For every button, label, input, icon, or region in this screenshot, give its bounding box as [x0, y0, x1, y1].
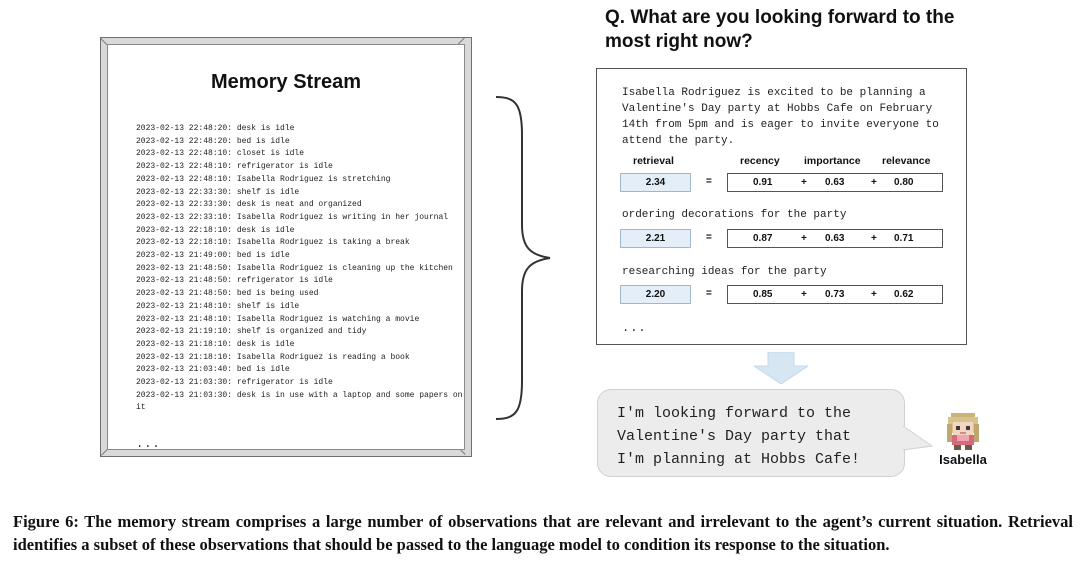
importance-score: 0.63: [825, 177, 845, 188]
memory-stream-list: 2023-02-13 22:48:20: desk is idle 2023-0…: [136, 123, 466, 415]
memory-stream-content: Memory Stream 2023-02-13 22:48:20: desk …: [107, 44, 466, 451]
relevance-score: 0.80: [894, 177, 914, 188]
memory-stream-panel: Memory Stream 2023-02-13 22:48:20: desk …: [100, 37, 472, 457]
header-retrieval: retrieval: [633, 155, 674, 167]
memory-entry: 2023-02-13 21:03:30: desk is in use with…: [136, 390, 468, 413]
importance-score: 0.73: [825, 289, 845, 300]
recency-score: 0.87: [753, 233, 773, 244]
speech-bubble-tail: [902, 425, 934, 451]
plus-sign: +: [801, 177, 807, 188]
agent-name-label: Isabella: [939, 452, 987, 467]
plus-sign: +: [871, 289, 877, 300]
memory-entry: 2023-02-13 21:48:50: bed is being used: [136, 289, 319, 299]
memory-entry: 2023-02-13 21:19:10: shelf is organized …: [136, 327, 367, 337]
memory-entry: 2023-02-13 21:18:10: desk is idle: [136, 339, 295, 349]
memory-entry: 2023-02-13 21:48:50: refrigerator is idl…: [136, 276, 333, 286]
figure-caption: Figure 6: The memory stream comprises a …: [13, 512, 1073, 554]
score-components: 0.91 + 0.63 + 0.80: [727, 173, 943, 192]
memory-entry: 2023-02-13 21:49:00: bed is idle: [136, 251, 290, 261]
equals-sign: =: [706, 288, 712, 299]
curly-brace: [495, 96, 551, 420]
memory-entry: 2023-02-13 22:48:20: desk is idle: [136, 124, 295, 133]
memory-entry: 2023-02-13 21:03:40: bed is idle: [136, 365, 290, 375]
memory-entry: 2023-02-13 22:33:10: Isabella Rodriguez …: [136, 212, 449, 222]
importance-score: 0.63: [825, 233, 845, 244]
retrieval-ellipsis: ...: [622, 321, 647, 335]
retrieval-box: Isabella Rodriguez is excited to be plan…: [596, 68, 967, 345]
retrieval-score-value: 2.21: [645, 233, 666, 244]
speech-bubble: I'm looking forward to the Valentine's D…: [597, 389, 905, 477]
retrieved-memory-text: researching ideas for the party: [622, 266, 827, 278]
equals-sign: =: [706, 232, 712, 243]
memory-entry: 2023-02-13 22:48:20: bed is idle: [136, 136, 290, 146]
retrieved-memory-text: ordering decorations for the party: [622, 209, 847, 221]
plus-sign: +: [871, 177, 877, 188]
memory-entry: 2023-02-13 22:48:10: closet is idle: [136, 149, 305, 159]
memory-entry: 2023-02-13 22:33:30: desk is neat and or…: [136, 200, 362, 210]
plus-sign: +: [801, 233, 807, 244]
memory-entry: 2023-02-13 22:33:30: shelf is idle: [136, 187, 300, 197]
memory-entry: 2023-02-13 22:48:10: refrigerator is idl…: [136, 162, 333, 172]
score-row: 2.34 = 0.91 + 0.63 + 0.80: [597, 173, 966, 193]
memory-entry: 2023-02-13 21:18:10: Isabella Rodriguez …: [136, 352, 410, 362]
question-heading: Q. What are you looking forward to the m…: [605, 7, 955, 52]
score-components: 0.85 + 0.73 + 0.62: [727, 285, 943, 304]
memory-entry: 2023-02-13 22:18:10: desk is idle: [136, 225, 295, 235]
recency-score: 0.85: [753, 289, 773, 300]
score-row: 2.20 = 0.85 + 0.73 + 0.62: [597, 285, 966, 305]
header-recency: recency: [740, 155, 780, 167]
score-row: 2.21 = 0.87 + 0.63 + 0.71: [597, 229, 966, 249]
relevance-score: 0.62: [894, 289, 914, 300]
retrieval-score: 2.34: [620, 173, 691, 192]
memory-entry: 2023-02-13 22:48:10: Isabella Rodriguez …: [136, 174, 391, 184]
isabella-avatar-icon: [947, 413, 979, 450]
retrieval-score-value: 2.20: [645, 289, 666, 300]
plus-sign: +: [871, 233, 877, 244]
memory-entry: 2023-02-13 21:48:10: shelf is idle: [136, 301, 300, 311]
retrieval-score-value: 2.34: [645, 177, 666, 188]
plus-sign: +: [801, 289, 807, 300]
down-arrow-icon: [754, 352, 808, 384]
score-headers: retrieval recency importance relevance: [597, 155, 966, 169]
retrieved-memory-text: Isabella Rodriguez is excited to be plan…: [622, 87, 939, 147]
memory-entry: 2023-02-13 21:48:50: Isabella Rodriguez …: [136, 263, 453, 273]
header-relevance: relevance: [882, 155, 931, 167]
equals-sign: =: [706, 176, 712, 187]
header-importance: importance: [804, 155, 861, 167]
memory-stream-title: Memory Stream: [210, 71, 362, 93]
memory-entry: 2023-02-13 22:18:10: Isabella Rodriguez …: [136, 238, 410, 248]
relevance-score: 0.71: [894, 233, 914, 244]
memory-entry: 2023-02-13 21:48:10: Isabella Rodriguez …: [136, 314, 420, 324]
agent-answer: I'm looking forward to the Valentine's D…: [617, 405, 861, 468]
recency-score: 0.91: [753, 177, 773, 188]
memory-stream-ellipsis: ...: [136, 437, 161, 451]
score-components: 0.87 + 0.63 + 0.71: [727, 229, 943, 248]
memory-entry: 2023-02-13 21:03:30: refrigerator is idl…: [136, 378, 333, 388]
retrieval-score: 2.21: [620, 229, 691, 248]
retrieval-score: 2.20: [620, 285, 691, 304]
